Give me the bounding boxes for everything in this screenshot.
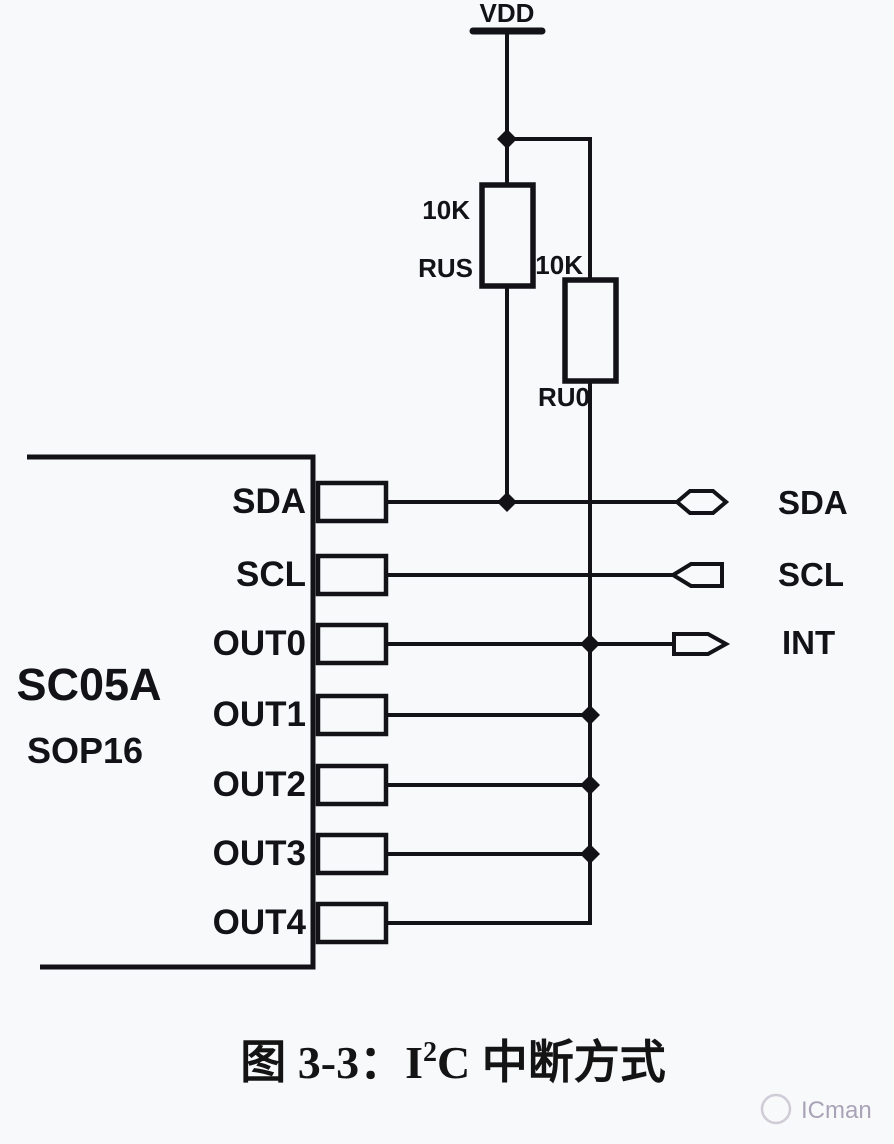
caption-prefix: 图 3-3：I <box>240 1037 423 1088</box>
chip-pin-out1: OUT1 <box>213 693 389 737</box>
connector-label-scl: SCL <box>778 556 844 593</box>
junction-dot-sda <box>497 492 517 512</box>
ru0-value-label: 10K <box>535 250 583 280</box>
chip-package-label: SOP16 <box>27 730 143 771</box>
chip-sc05a: SC05A SOP16 <box>16 454 316 970</box>
branch-wire-to-ru0 <box>505 137 592 282</box>
pin-pad-out2 <box>315 763 389 807</box>
rus-name-label: RUS <box>418 253 473 283</box>
caption-superscript: 2 <box>423 1037 437 1068</box>
output-connector-icon <box>672 632 731 656</box>
pin-label-sda: SDA <box>232 482 306 521</box>
vdd-supply: VDD <box>469 0 546 187</box>
pin-label-out2: OUT2 <box>213 765 306 804</box>
watermark-logo-icon <box>760 1093 792 1125</box>
ru0-body <box>562 277 619 384</box>
pin-label-out3: OUT3 <box>213 834 306 873</box>
junction-dot-out2 <box>580 775 600 795</box>
ru0-name-label: RU0 <box>538 382 590 412</box>
pin-pad-scl <box>315 553 389 597</box>
chip-pin-out4: OUT4 <box>213 901 389 945</box>
caption-suffix: C 中断方式 <box>437 1037 666 1088</box>
pin-pad-out0 <box>315 622 389 666</box>
connector-scl: SCL <box>669 556 844 593</box>
pin-pad-out1 <box>315 693 389 737</box>
rus-value-label: 10K <box>422 195 470 225</box>
resistor-rus: 10K RUS <box>418 182 536 504</box>
pin-label-out0: OUT0 <box>213 624 306 663</box>
chip-pin-sda: SDA <box>232 480 389 524</box>
pin-pad-out4 <box>315 901 389 945</box>
input-connector-icon <box>669 562 724 588</box>
pin-pad-sda <box>315 480 389 524</box>
junction-dot-out3 <box>580 844 600 864</box>
connector-label-sda: SDA <box>778 484 848 521</box>
pin-label-out4: OUT4 <box>213 903 307 942</box>
watermark: ICman <box>760 1093 872 1125</box>
rus-body <box>479 182 536 289</box>
connector-sda: SDA <box>673 484 848 521</box>
bidirectional-connector-icon <box>673 489 730 515</box>
pin-label-out1: OUT1 <box>213 695 306 734</box>
connector-label-int: INT <box>782 624 835 661</box>
figure-caption: 图 3-3：I2C 中断方式 <box>240 1037 665 1088</box>
junction-dot-out0 <box>580 634 600 654</box>
watermark-text: ICman <box>801 1097 872 1124</box>
pin-label-scl: SCL <box>236 555 306 594</box>
resistor-ru0: 10K RU0 <box>535 250 619 925</box>
chip-pin-out3: OUT3 <box>213 832 389 876</box>
vdd-label: VDD <box>480 0 535 28</box>
chip-pin-out0: OUT0 <box>213 622 389 666</box>
chip-pin-out2: OUT2 <box>213 763 389 807</box>
chip-name-label: SC05A <box>16 659 161 710</box>
chip-outline <box>27 454 316 970</box>
junction-dot-out1 <box>580 705 600 725</box>
connector-int: INT <box>672 624 835 661</box>
pin-pad-out3 <box>315 832 389 876</box>
